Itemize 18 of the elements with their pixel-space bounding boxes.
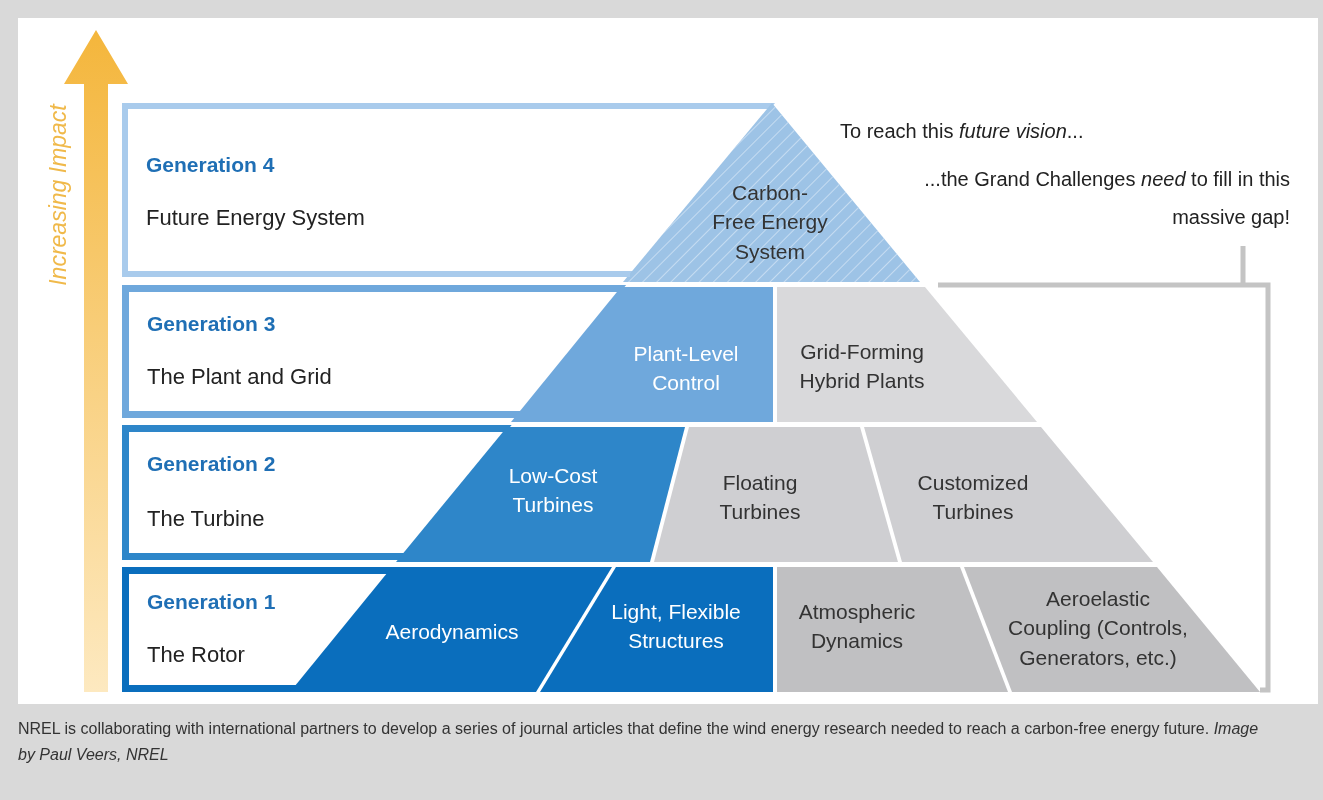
segment-label: Low-Cost Turbines	[493, 460, 613, 520]
generation-heading: Generation 4	[146, 152, 275, 178]
annotation-text: To reach this future vision...	[840, 119, 1084, 144]
generation-band	[122, 103, 630, 277]
generation-band	[122, 425, 399, 560]
generation-band	[122, 567, 291, 692]
segment-label: Aerodynamics	[377, 617, 527, 647]
generation-heading: Generation 1	[147, 589, 276, 615]
segment-label: Carbon- Free Energy System	[711, 177, 829, 267]
generation-heading: Generation 2	[147, 451, 276, 477]
generation-description: Future Energy System	[146, 204, 365, 232]
annotation-text: ...the Grand Challenges need to fill in this massive gap!	[923, 167, 1290, 230]
axis-label: Increasing Impact	[43, 102, 72, 288]
generation-description: The Turbine	[147, 505, 265, 533]
caption: NREL is collaborating with international partners to develop a series of journal articles that define the wind energy research needed to reach a carbon-free energy future. Image by Paul Veers, NREL	[18, 719, 1260, 765]
generation-description: The Plant and Grid	[147, 363, 332, 391]
generation-description: The Rotor	[147, 641, 245, 669]
generation-heading: Generation 3	[147, 311, 276, 337]
